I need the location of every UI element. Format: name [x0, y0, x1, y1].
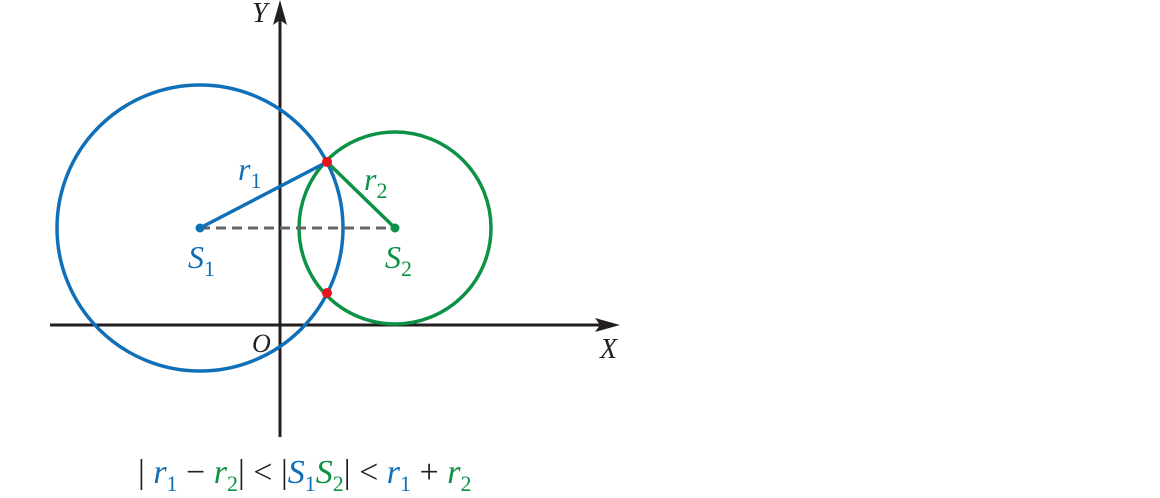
x-axis-arrow — [595, 318, 620, 332]
x-axis-label: X — [599, 334, 618, 365]
radius-2-label: r2 — [364, 161, 387, 203]
radius-1-label: r1 — [238, 151, 261, 193]
y-axis-label: Y — [252, 0, 271, 29]
radius-2 — [325, 160, 397, 230]
center-1-point — [195, 223, 205, 233]
center-2-point — [390, 223, 400, 233]
radius-1 — [199, 160, 328, 230]
formula: | r1 − r2| < |S1S2| < r1 + r2 — [138, 454, 471, 498]
intersection-point-top — [322, 157, 332, 167]
y-axis-arrow — [273, 0, 287, 25]
center-2-label: S2 — [385, 239, 412, 281]
circle-1 — [55, 83, 345, 373]
origin-label: O — [252, 329, 271, 358]
center-1-label: S1 — [188, 239, 215, 281]
intersection-point-bottom — [322, 288, 332, 298]
